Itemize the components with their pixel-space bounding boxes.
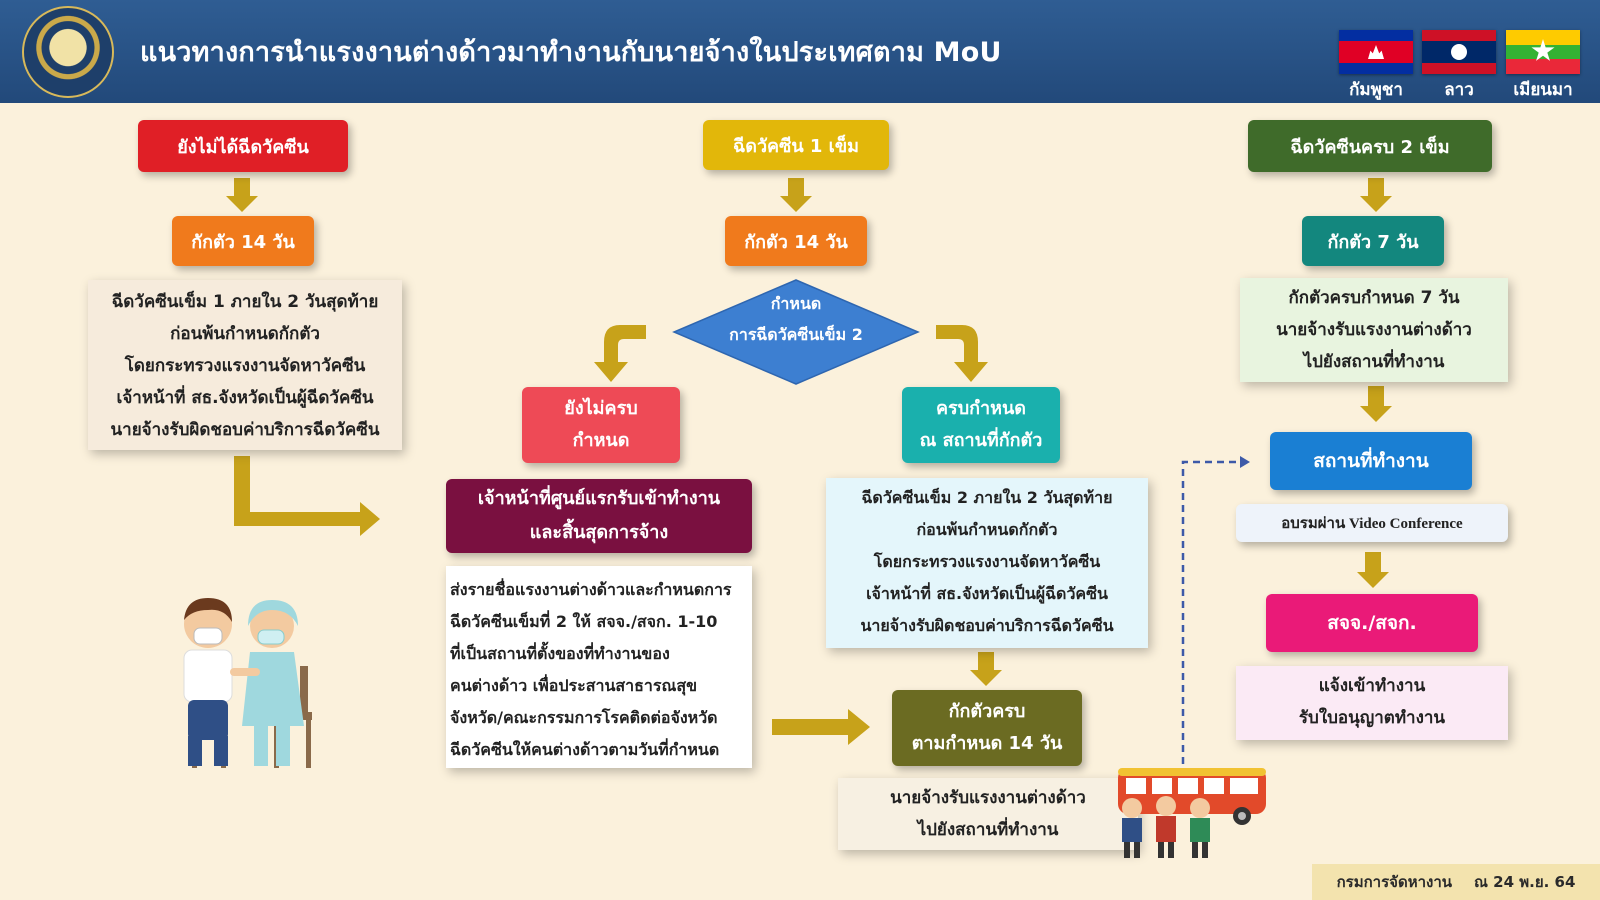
left-details-panel: ฉีดวัคซีนเข็ม 1 ภายใน 2 วันสุดท้าย ก่อนพ… [88, 280, 402, 450]
flag-label-laos: ลาว [1444, 80, 1474, 100]
arrow-down [970, 652, 1002, 686]
center-details-panel: ส่งรายชื่อแรงงานต่างด้าวและกำหนดการ ฉีดว… [446, 566, 752, 768]
due-box: ครบกำหนด ณ สถานที่กักตัว [902, 387, 1060, 463]
not-due-box: ยังไม่ครบ กำหนด [522, 387, 680, 463]
due-details-panel: ฉีดวัคซีนเข็ม 2 ภายใน 2 วันสุดท้าย ก่อนพ… [826, 478, 1148, 648]
employer-pickup-panel: นายจ้างรับแรงงานต่างด้าว ไปยังสถานที่ทำง… [838, 778, 1138, 850]
department-logo [22, 6, 114, 98]
header-bar: แนวทางการนำแรงงานต่างด้าวมาทำงานกับนายจ้… [0, 0, 1600, 103]
arrow-down [780, 178, 812, 212]
dashed-connector [1181, 460, 1240, 764]
bus-illustration [1118, 768, 1266, 858]
quarantine-7-days: กักตัว 7 วัน [1302, 216, 1444, 266]
footer-date: ณ 24 พ.ย. 64 [1474, 873, 1576, 891]
employment-office-box: สจจ./สจก. [1266, 594, 1478, 652]
page-title: แนวทางการนำแรงงานต่างด้าวมาทำงานกับนายจ้… [140, 37, 1002, 68]
laos-flag [1422, 30, 1496, 74]
quarantine-14-days-middle: กักตัว 14 วัน [725, 216, 867, 266]
workplace-box: สถานที่ทำงาน [1270, 432, 1472, 490]
arrow-down [1357, 552, 1389, 588]
footer-credit: กรมการจัดหางาน ณ 24 พ.ย. 64 [1312, 864, 1600, 900]
vaccination-illustration [183, 598, 312, 768]
myanmar-flag [1506, 30, 1580, 74]
arrow-down [1360, 386, 1392, 422]
arrow-down [226, 178, 258, 212]
two-doses-status: ฉีดวัคซีนครบ 2 เข็ม [1248, 120, 1492, 172]
decision-diamond [672, 279, 920, 385]
arrow-right [772, 709, 870, 745]
arrow-curve-left [594, 325, 646, 382]
flag-label-myanmar: เมียนมา [1513, 80, 1573, 100]
cambodia-flag [1339, 30, 1413, 74]
arrow-elbow [234, 456, 380, 536]
right-details-panel: กักตัวครบกำหนด 7 วัน นายจ้างรับแรงงานต่า… [1240, 278, 1508, 382]
center-staff-box: เจ้าหน้าที่ศูนย์แรกรับเข้าทำงาน และสิ้นส… [446, 479, 752, 553]
arrow-curve-right [936, 325, 988, 382]
quarantine-14-days-left: กักตัว 14 วัน [172, 216, 314, 266]
one-dose-status: ฉีดวัคซีน 1 เข็ม [703, 120, 889, 170]
unvaccinated-status: ยังไม่ได้ฉีดวัคซีน [138, 120, 348, 172]
final-step-panel: แจ้งเข้าทำงาน รับใบอนุญาตทำงาน [1236, 666, 1508, 740]
quarantine-done-box: กักตัวครบ ตามกำหนด 14 วัน [892, 690, 1082, 766]
video-conference-training: อบรมผ่าน Video Conference [1236, 504, 1508, 542]
decision-label: กำหนด การฉีดวัคซีนเข็ม 2 [729, 294, 863, 344]
flag-label-cambodia: กัมพูชา [1349, 80, 1403, 100]
arrow-down [1360, 178, 1392, 212]
footer-org: กรมการจัดหางาน [1336, 873, 1453, 891]
